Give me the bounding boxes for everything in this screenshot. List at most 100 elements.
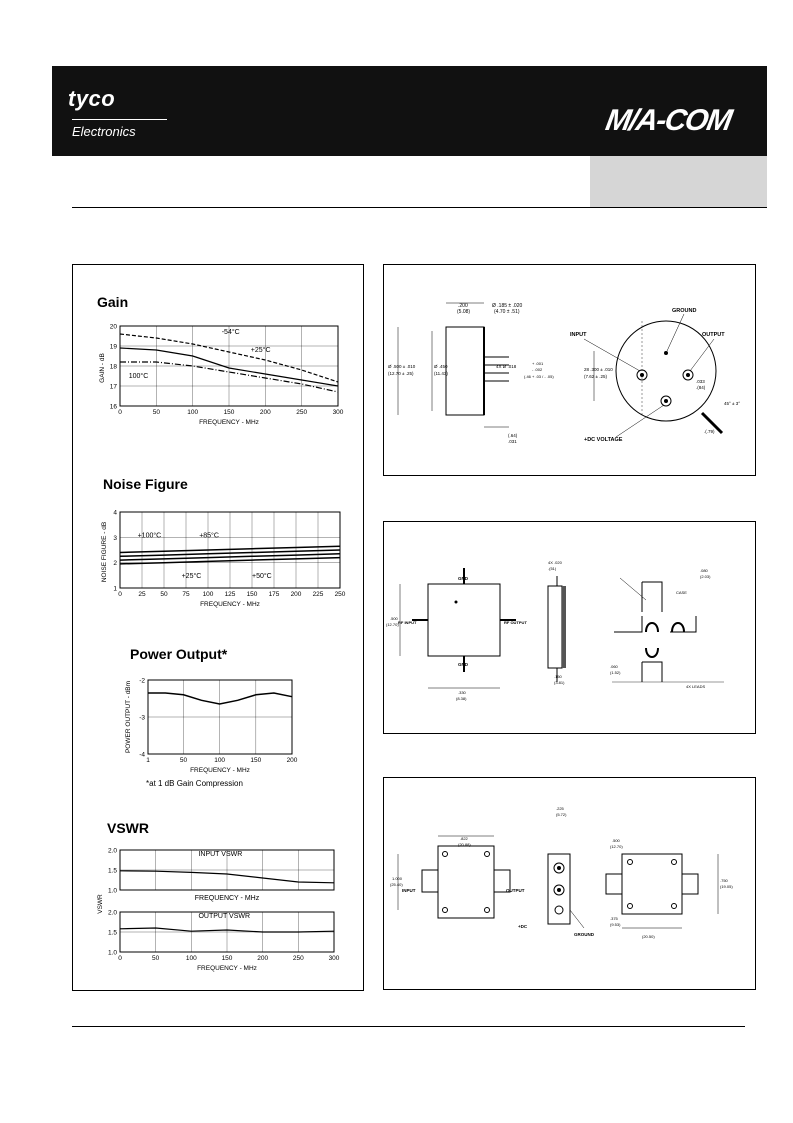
label-4x-leads: 4X LEADS <box>686 684 705 689</box>
vswr-output-ytick: 2.0 <box>108 910 117 917</box>
noise-series-line <box>119 545 341 554</box>
noise-series-line <box>119 553 341 561</box>
gain-label-room: +25°C <box>251 346 271 354</box>
vswr-output-series-line <box>119 927 335 933</box>
label-conn-input: INPUT <box>402 888 416 893</box>
power-xtick: 50 <box>180 757 188 764</box>
dim-375: .375 <box>610 916 619 921</box>
dim-300: 28 .300 ± .010 <box>584 367 613 372</box>
dim-500-conn-mm: (12.70) <box>610 844 623 849</box>
vswr-xlabel-bottom: FREQUENCY - MHz <box>197 965 257 972</box>
dim-185: Ø .185 ± .020 <box>492 303 522 309</box>
vswr-output-ytick: 1.0 <box>108 950 117 957</box>
dim-500-mm: (12.70 ± .25) <box>388 371 414 376</box>
gain-label-cold: -54°C <box>222 328 240 336</box>
label-output: OUTPUT <box>702 332 725 338</box>
dim-080-fp: .080 <box>700 568 709 573</box>
dim-018: 4X Ø .018 <box>496 364 517 369</box>
vswr-input-ytick: 2.0 <box>108 848 117 855</box>
tyco-logo-rule <box>72 119 167 120</box>
tyco-logo: tyco <box>68 86 116 111</box>
label-input: INPUT <box>570 332 587 338</box>
noise-xtick: 0 <box>118 591 122 598</box>
flatpack-outline-panel <box>383 521 756 734</box>
dim-031: .(.79) <box>704 429 715 434</box>
noise-series-line <box>119 556 341 565</box>
power-xtick: 200 <box>287 757 298 764</box>
power-series-line <box>148 692 293 705</box>
dim-060-fp-mm: (1.52) <box>610 670 621 675</box>
gain-label-hot: 100°C <box>129 372 149 380</box>
noise-ytick: 2 <box>113 560 117 567</box>
power-ytick: -3 <box>139 715 145 722</box>
dim-150-fp: .150 <box>554 674 563 679</box>
dim-300-mm: (7.62 ± .25) <box>584 374 607 379</box>
dim-060-fp: .060 <box>610 664 619 669</box>
vswr-output-xtick: 100 <box>186 955 197 962</box>
gain-ylabel: GAIN - dB <box>99 353 106 383</box>
dim-150-fp-mm: (3.81) <box>554 680 565 685</box>
vswr-output-xtick: 200 <box>257 955 268 962</box>
gain-xtick: 200 <box>260 409 271 416</box>
label-conn-ground: GROUND <box>574 932 595 937</box>
to-can-drawing: .200 (5.08) Ø .185 ± .020 (4.70 ± .51) Ø… <box>388 302 740 444</box>
noise-series-line <box>119 549 341 558</box>
dim-225: .225 <box>556 806 565 811</box>
power-xlabel: FREQUENCY - MHz <box>190 767 250 774</box>
power-ylabel: POWER OUTPUT - dBm <box>125 681 132 753</box>
vswr-label-input: INPUT VSWR <box>198 851 242 858</box>
noise-label-85: +85°C <box>199 531 219 539</box>
noise-xtick: 175 <box>269 591 280 598</box>
gain-ytick: 17 <box>110 384 118 391</box>
noise-xtick: 225 <box>313 591 324 598</box>
vswr-output-xtick: 300 <box>329 955 340 962</box>
vswr-input-ytick: 1.5 <box>108 868 117 875</box>
dim-angle: 45° ± 3° <box>724 401 740 406</box>
dim-185-mm: (4.70 ± .51) <box>494 309 520 315</box>
dim-025: (.64) <box>508 433 518 438</box>
dim-1000: 1.000 <box>392 876 403 881</box>
gain-ytick: 18 <box>110 364 118 371</box>
tyco-logo-sub: Electronics <box>72 124 136 139</box>
noise-xtick: 50 <box>160 591 168 598</box>
noise-label-25: +25°C <box>182 572 202 580</box>
noise-xlabel: FREQUENCY - MHz <box>200 601 260 608</box>
gain-xtick: 0 <box>118 409 122 416</box>
dim-tol-plus: + .001 <box>532 361 544 366</box>
dim-450: Ø .450 <box>434 364 448 369</box>
dim-200-mm: (5.08) <box>457 309 470 315</box>
dim-822-mm: (20.88) <box>458 842 471 847</box>
label-rf-input: RF INPUT <box>398 620 417 625</box>
dim-020: 4X .020 <box>548 560 563 565</box>
dim-375-mm: (9.53) <box>610 922 621 927</box>
label-rf-output: RF OUTPUT <box>504 620 527 625</box>
gain-series-line <box>119 347 339 387</box>
noise-ylabel: NOISE FIGURE - dB <box>101 522 108 582</box>
gain-title: Gain <box>97 294 129 310</box>
dim-020-mm: .(51) <box>548 566 557 571</box>
power-footnote: *at 1 dB Gain Compression <box>146 779 243 788</box>
gain-xtick: 100 <box>187 409 198 416</box>
header-band <box>52 66 767 156</box>
vswr-title: VSWR <box>107 820 149 836</box>
dim-tol-minus: - .002 <box>532 367 543 372</box>
dim-500: Ø .500 ± .010 <box>388 364 416 369</box>
gain-series-line <box>120 361 339 393</box>
dim-tol-mm: (.46 + .03 / - .05) <box>524 374 554 379</box>
dim-822: .822 <box>460 836 469 841</box>
vswr-input-ytick: 1.0 <box>108 888 117 895</box>
vswr-output-ytick: 1.5 <box>108 930 117 937</box>
noise-ytick: 3 <box>113 535 117 542</box>
dim-205-mm: (20.50) <box>642 934 655 939</box>
label-gnd-bottom: GND <box>458 662 469 667</box>
noise-xtick: 125 <box>225 591 236 598</box>
gain-xlabel: FREQUENCY - MHz <box>199 419 259 426</box>
vswr-ylabel: VSWR <box>97 894 104 914</box>
vswr-output-xtick: 50 <box>152 955 160 962</box>
noise-xtick: 150 <box>247 591 258 598</box>
vswr-output-xtick: 250 <box>293 955 304 962</box>
gain-xtick: 150 <box>224 409 235 416</box>
label-ground: GROUND <box>672 308 696 314</box>
